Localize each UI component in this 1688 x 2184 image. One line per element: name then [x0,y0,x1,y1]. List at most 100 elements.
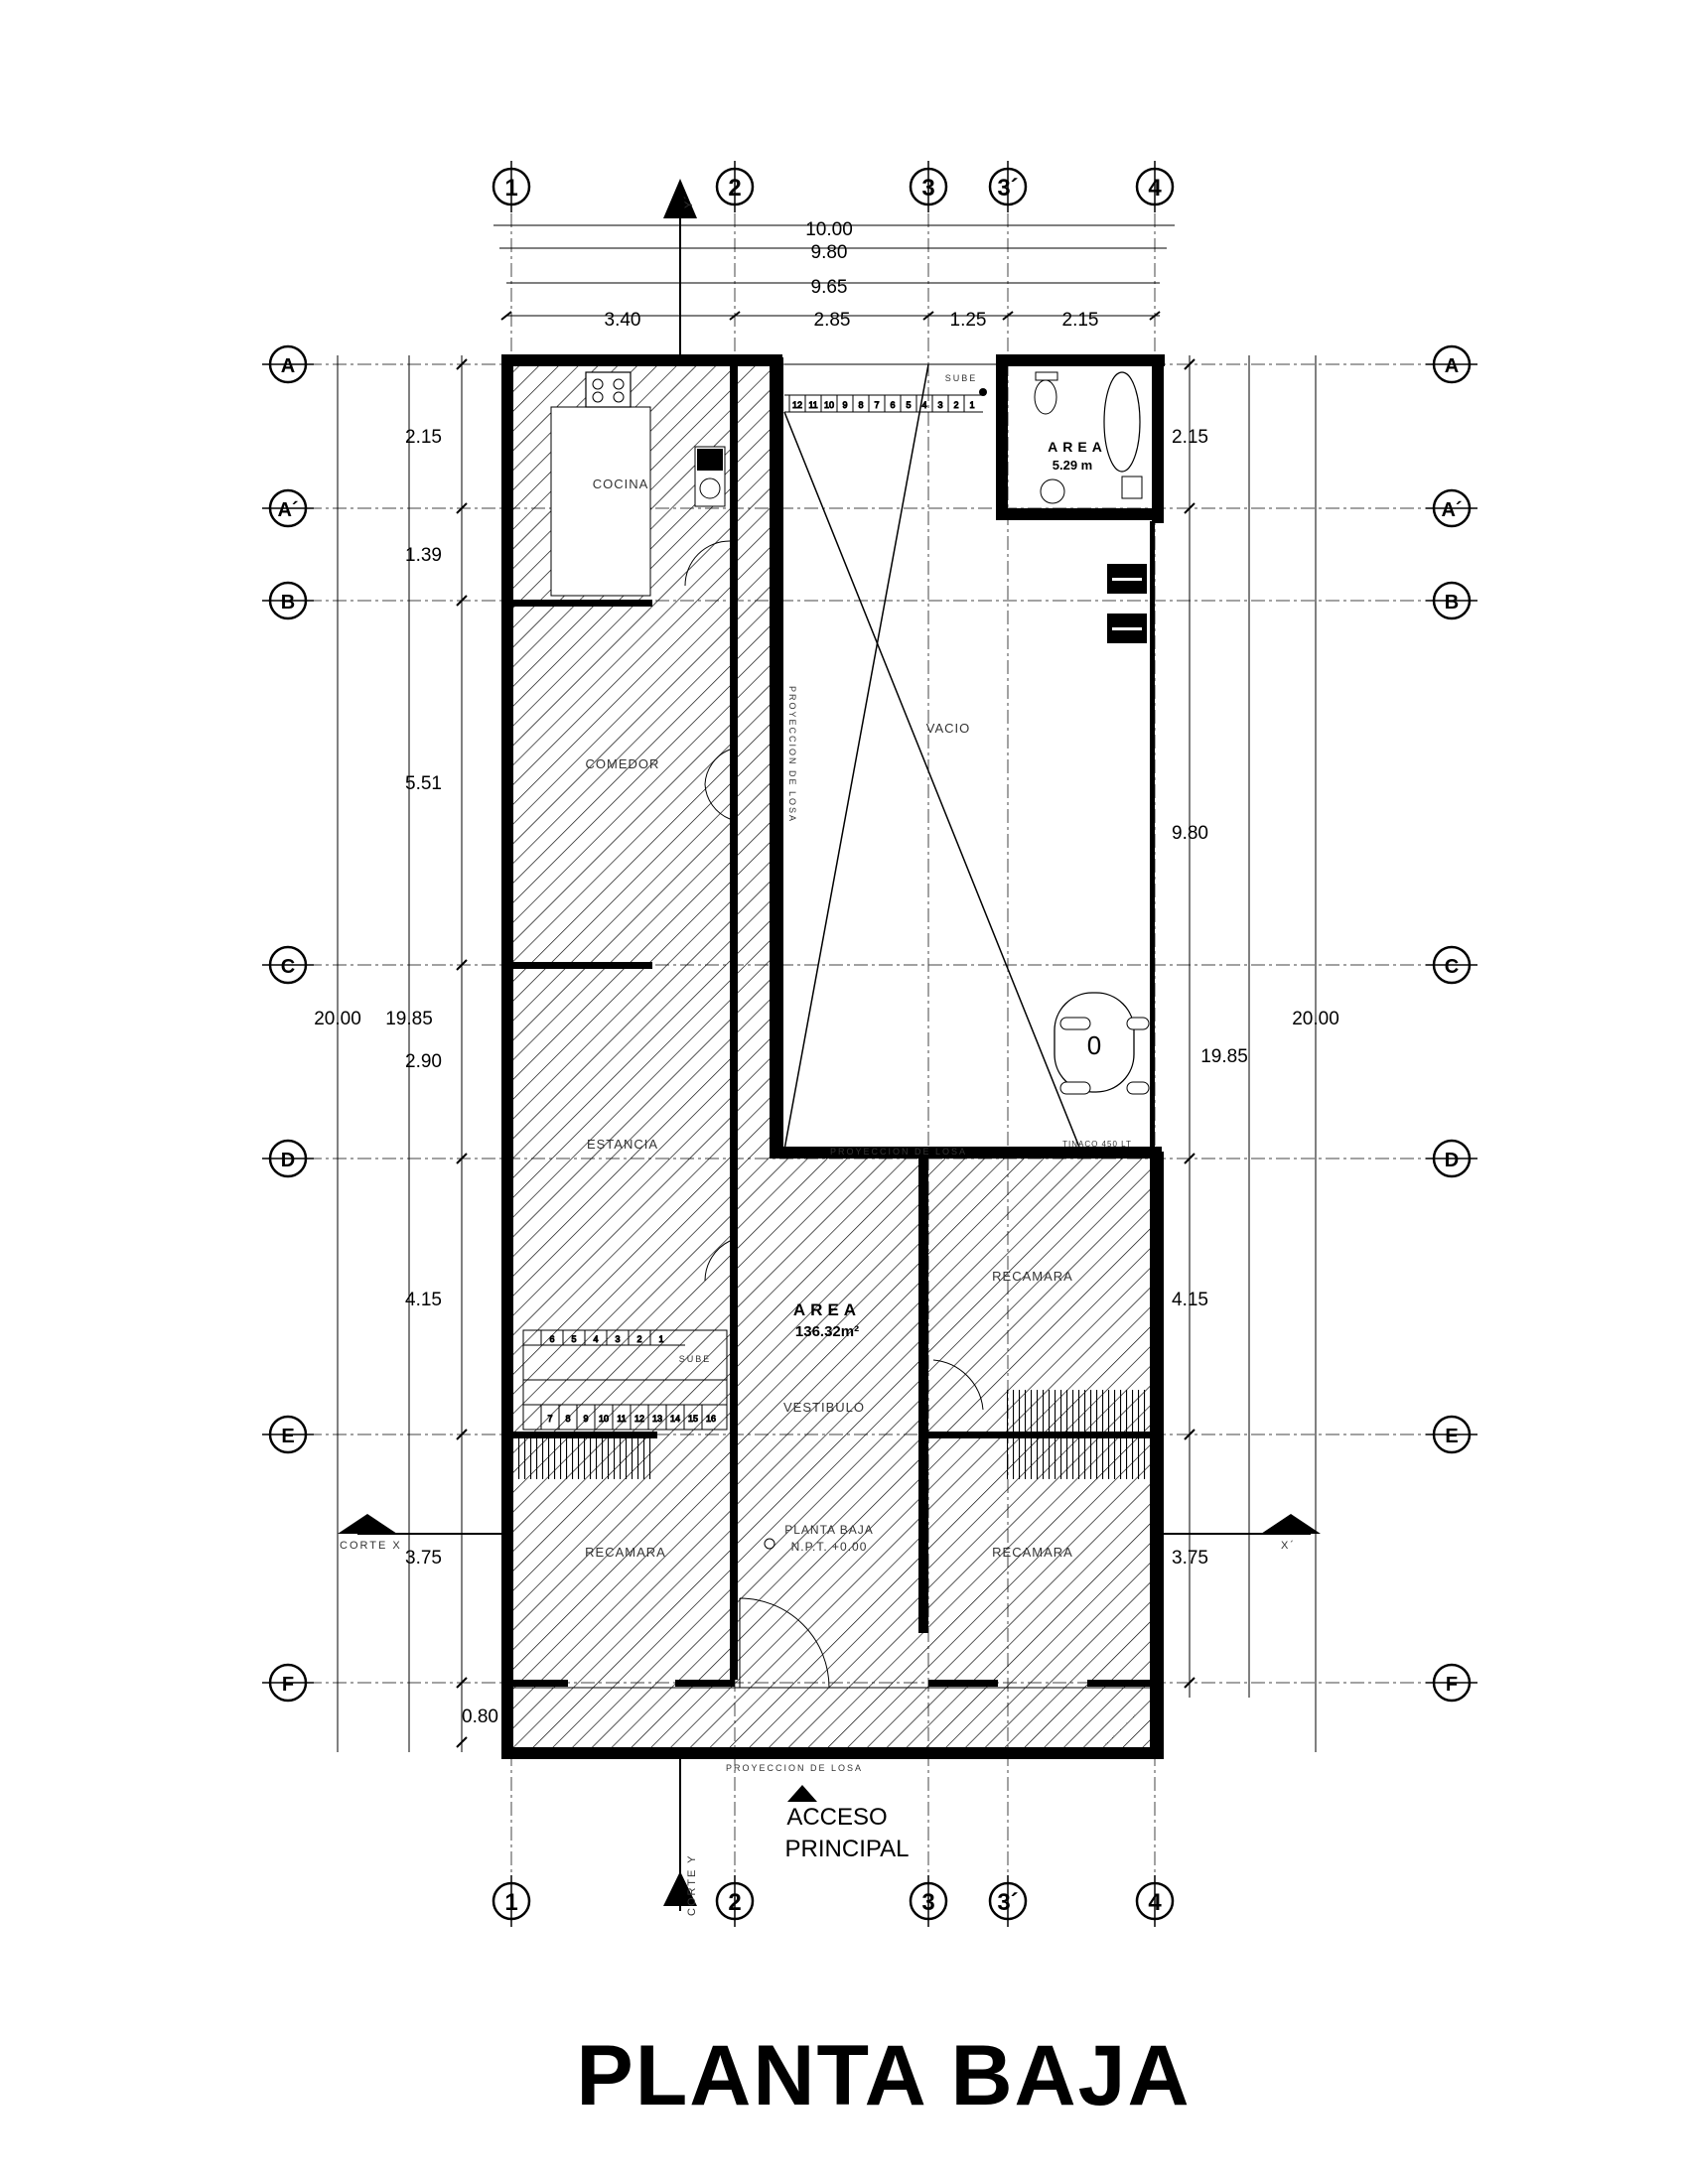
row-d-bubble: D [262,1139,314,1178]
stair-top-number: 5 [906,400,911,410]
stair-bottom-number: 6 [549,1334,554,1344]
area-main-label: AREA [793,1300,861,1319]
col-4-label: 4 [1148,1889,1162,1916]
stair-bottom-number: 1 [658,1334,663,1344]
row-f-bubble: F [262,1663,314,1703]
col-1-bubble: 1 [492,1875,531,1927]
appliance-boxes [1107,564,1147,643]
room-recamara-top-right: RECAMARA [992,1269,1073,1284]
bath-fixtures [1034,371,1143,504]
toilet-icon [1034,379,1057,415]
acceso-line-1: ACCESO [786,1804,887,1831]
wall-void-left [770,357,783,1157]
stair-bottom-number: 12 [634,1414,644,1424]
stair-bottom-number: 15 [688,1414,698,1424]
col-3p-label: 3´ [997,1889,1018,1916]
wall-closet-right [928,1432,1152,1438]
row-e-bubble: E [1426,1415,1477,1454]
row-e-label: E [281,1426,294,1447]
row-a-bubble: A [262,344,314,384]
row-d-bubble: D [1426,1139,1477,1178]
col-1-bubble: 1 [492,161,531,212]
stair-bottom-number: 13 [652,1414,662,1424]
tinaco-label: TINACO 450 LT [1062,1140,1132,1149]
dim-left-seg-5: 4.15 [405,1290,442,1310]
room-estancia: ESTANCIA [587,1137,658,1152]
stair-bottom-number: 3 [615,1334,620,1344]
row-b-bubble: B [262,581,314,620]
section-markers: Y´ CORTE Y CORTE X X´ [338,179,1321,1916]
col-2-label: 2 [728,1889,741,1916]
dim-right-seg-4: 3.75 [1172,1548,1208,1569]
wall-bath-right [1152,354,1164,523]
room-recamara-bottom-left: RECAMARA [585,1545,666,1560]
stair-top-number: 2 [953,400,958,410]
row-d-label: D [1445,1150,1459,1171]
sube-bottom: SUBE [679,1354,712,1364]
col-4-bubble: 4 [1135,1875,1175,1927]
row-a-label: A [281,355,295,377]
stair-top-number: 7 [874,400,879,410]
wall-front-3 [928,1680,998,1687]
wall-kitchen-dining [513,600,652,607]
dim-top-total-1: 10.00 [805,219,853,240]
row-e-label: E [1445,1426,1458,1447]
level-label-2: N.P.T. +0.00 [791,1540,868,1554]
wall-dining-living [513,962,652,969]
room-labels: COCINA COMEDOR ESTANCIA VACIO RECAMARA R… [585,477,1073,1560]
row-e-bubble: E [262,1415,314,1454]
col-3p-bubble: 3´ [988,1875,1028,1927]
row-ap-label: A´ [1441,499,1462,521]
wall-interior-3 [918,1157,928,1633]
annotations: SUBE SUBE TINACO 450 LT PROYECCION DE LO… [679,373,1132,1773]
row-a-bubble: A [1426,344,1477,384]
row-b-label: B [1445,592,1459,614]
proyeccion-losa-horizontal: PROYECCION DE LOSA [830,1147,967,1157]
col-2-bubble: 2 [715,1875,755,1927]
svg-text:0: 0 [1087,1030,1101,1060]
dim-top-seg-3: 1.25 [950,310,987,331]
wall-front-2 [675,1680,735,1687]
doors [684,540,984,1689]
dim-left-seg-3: 5.51 [405,773,442,794]
row-ap-bubble: A´ [262,488,314,528]
wall-front-4 [1087,1680,1152,1687]
row-f-label: F [282,1674,294,1696]
acceso-line-2: PRINCIPAL [785,1836,910,1862]
row-f-bubble: F [1426,1663,1477,1703]
col-3-bubble: 3 [909,1875,948,1927]
corte-x-right: X´ [1281,1540,1296,1552]
dining-table: 0 [1054,992,1150,1095]
dim-left-seg-4: 2.90 [405,1051,442,1072]
washbasin-icon [1040,478,1065,504]
col-1-label: 1 [504,175,517,202]
stair-top-number: 8 [858,400,863,410]
dim-top-seg-2: 2.85 [814,310,851,331]
dim-top-total-3: 9.65 [811,277,848,298]
dim-left-seg-7: 0.80 [462,1706,498,1727]
level-label-1: PLANTA BAJA [784,1523,873,1537]
row-b-bubble: B [1426,581,1477,620]
kitchen-counter [550,406,651,597]
closet-hatch-left [518,1434,652,1479]
corte-y-bottom: CORTE Y [686,1854,698,1917]
row-c-label: C [1445,956,1459,978]
dim-left-seg-1: 2.15 [405,427,442,448]
wall-void-right [1150,521,1155,1152]
col-3-label: 3 [921,1889,934,1916]
row-b-label: B [281,592,295,614]
area-bath-label: AREA [1048,439,1107,455]
stair-top-number: 10 [824,400,834,410]
stair-bottom-number: 9 [583,1414,588,1424]
stair-bottom-number: 5 [571,1334,576,1344]
dim-right-seg-1: 2.15 [1172,427,1208,448]
col-4-bubble: 4 [1135,161,1175,212]
stair-bottom-number: 11 [617,1414,626,1424]
wall-bath-bottom [996,508,1163,520]
row-c-label: C [281,956,295,978]
col-3p-label: 3´ [997,175,1018,202]
sube-top: SUBE [945,373,978,383]
wall-left [501,354,513,1759]
col-1-label: 1 [504,1889,517,1916]
